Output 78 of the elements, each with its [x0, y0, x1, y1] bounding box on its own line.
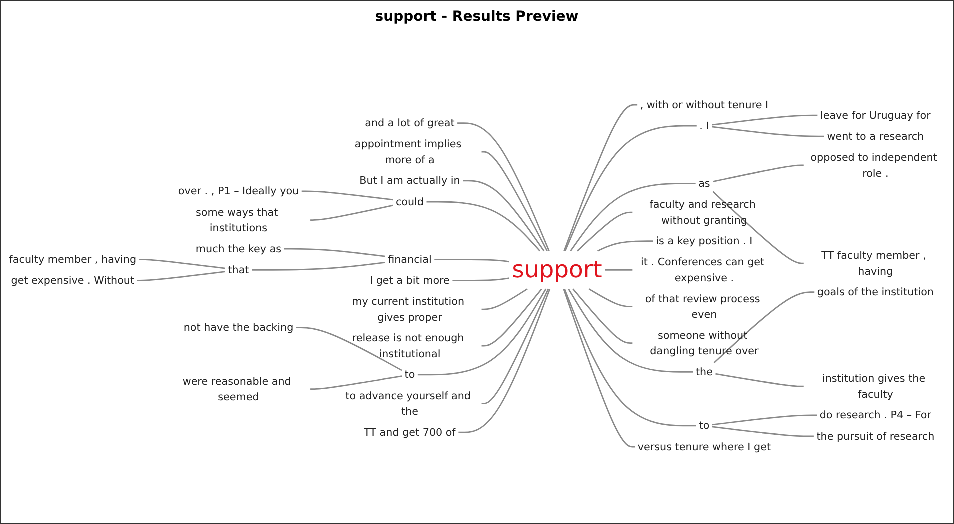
- connector: [714, 292, 815, 364]
- node-text: do research . P4 – For: [820, 409, 932, 422]
- connector: [452, 278, 510, 282]
- node-text: to: [699, 420, 710, 432]
- connector: [712, 414, 818, 426]
- connector: [577, 212, 633, 252]
- node-text: some ways that institutions: [196, 206, 278, 234]
- node-text: faculty member , having: [9, 253, 137, 266]
- node-text: I get a bit more: [370, 274, 450, 287]
- connector: [563, 288, 636, 448]
- node-text: But I am actually in: [360, 174, 460, 187]
- node-text: faculty and research without granting: [650, 198, 756, 226]
- node-text: , with or without tenure I: [640, 98, 769, 112]
- node-text: and a lot of great: [365, 116, 455, 130]
- node-text: much the key as: [196, 242, 282, 256]
- connector: [712, 126, 824, 138]
- node-text: get expensive . Without: [11, 274, 135, 287]
- connector: [564, 125, 697, 252]
- node-text: the pursuit of research: [816, 430, 935, 443]
- connector: [568, 288, 694, 373]
- node-text: not have the backing: [184, 321, 294, 334]
- connector: [572, 288, 633, 344]
- node-text: over . , P1 – Ideally you: [178, 185, 300, 198]
- node-text: it . Conferences can get expensive .: [641, 256, 765, 284]
- connector: [598, 240, 654, 252]
- connector: [605, 269, 633, 271]
- node-text: leave for Uruguay for: [820, 109, 931, 122]
- connector: [139, 258, 226, 270]
- node-text: appointment implies more of a: [354, 138, 462, 166]
- node-text: were reasonable and seemed: [182, 375, 292, 404]
- node-text: institution gives the faculty: [822, 372, 926, 400]
- node-text: as: [698, 177, 710, 190]
- node-text: someone without dangling tenure over: [650, 329, 759, 358]
- connector: [284, 248, 386, 258]
- connector: [418, 288, 547, 376]
- connector: [482, 288, 528, 310]
- node-text: is a key position . I: [656, 234, 753, 248]
- connector: [712, 114, 818, 126]
- node-text: of that review process even: [645, 292, 760, 321]
- connector: [137, 271, 226, 282]
- connector: [564, 104, 638, 252]
- node-text: support: [512, 256, 602, 284]
- connector: [302, 190, 394, 201]
- connector: [716, 373, 804, 388]
- connector: [712, 191, 804, 264]
- node-text: goals of the institution: [817, 286, 934, 298]
- connector: [564, 288, 696, 427]
- connector: [463, 180, 545, 252]
- connector: [458, 288, 551, 434]
- connector: [310, 204, 394, 221]
- node-text: . I: [700, 120, 710, 132]
- connector: [426, 201, 541, 252]
- node-text: TT and get 700 of: [364, 426, 456, 439]
- connector: [712, 164, 804, 183]
- connector: [712, 426, 814, 438]
- node-text: my current institution gives proper: [352, 295, 465, 324]
- connector: [482, 151, 548, 252]
- connector: [296, 327, 402, 372]
- node-text: that: [228, 264, 250, 276]
- node-text: the: [696, 366, 713, 378]
- connector: [570, 183, 696, 252]
- node-text: TT faculty member , having: [822, 249, 926, 278]
- connector: [482, 288, 542, 347]
- connector: [434, 258, 510, 263]
- node-text: went to a research: [827, 130, 924, 143]
- connector: [588, 288, 633, 308]
- title: support - Results Preview: [375, 9, 579, 25]
- node-text: could: [396, 196, 424, 208]
- node-text: opposed to independent role .: [810, 151, 938, 180]
- connector: [482, 288, 550, 404]
- node-text: to: [404, 368, 416, 381]
- node-text: to advance yourself and the: [346, 390, 472, 418]
- connector: [310, 376, 402, 390]
- node-text: versus tenure where I get: [638, 440, 772, 454]
- connector: [458, 122, 550, 252]
- node-text: financial: [388, 253, 432, 266]
- node-text: release is not enough institutional: [352, 332, 464, 360]
- connector: [252, 262, 386, 271]
